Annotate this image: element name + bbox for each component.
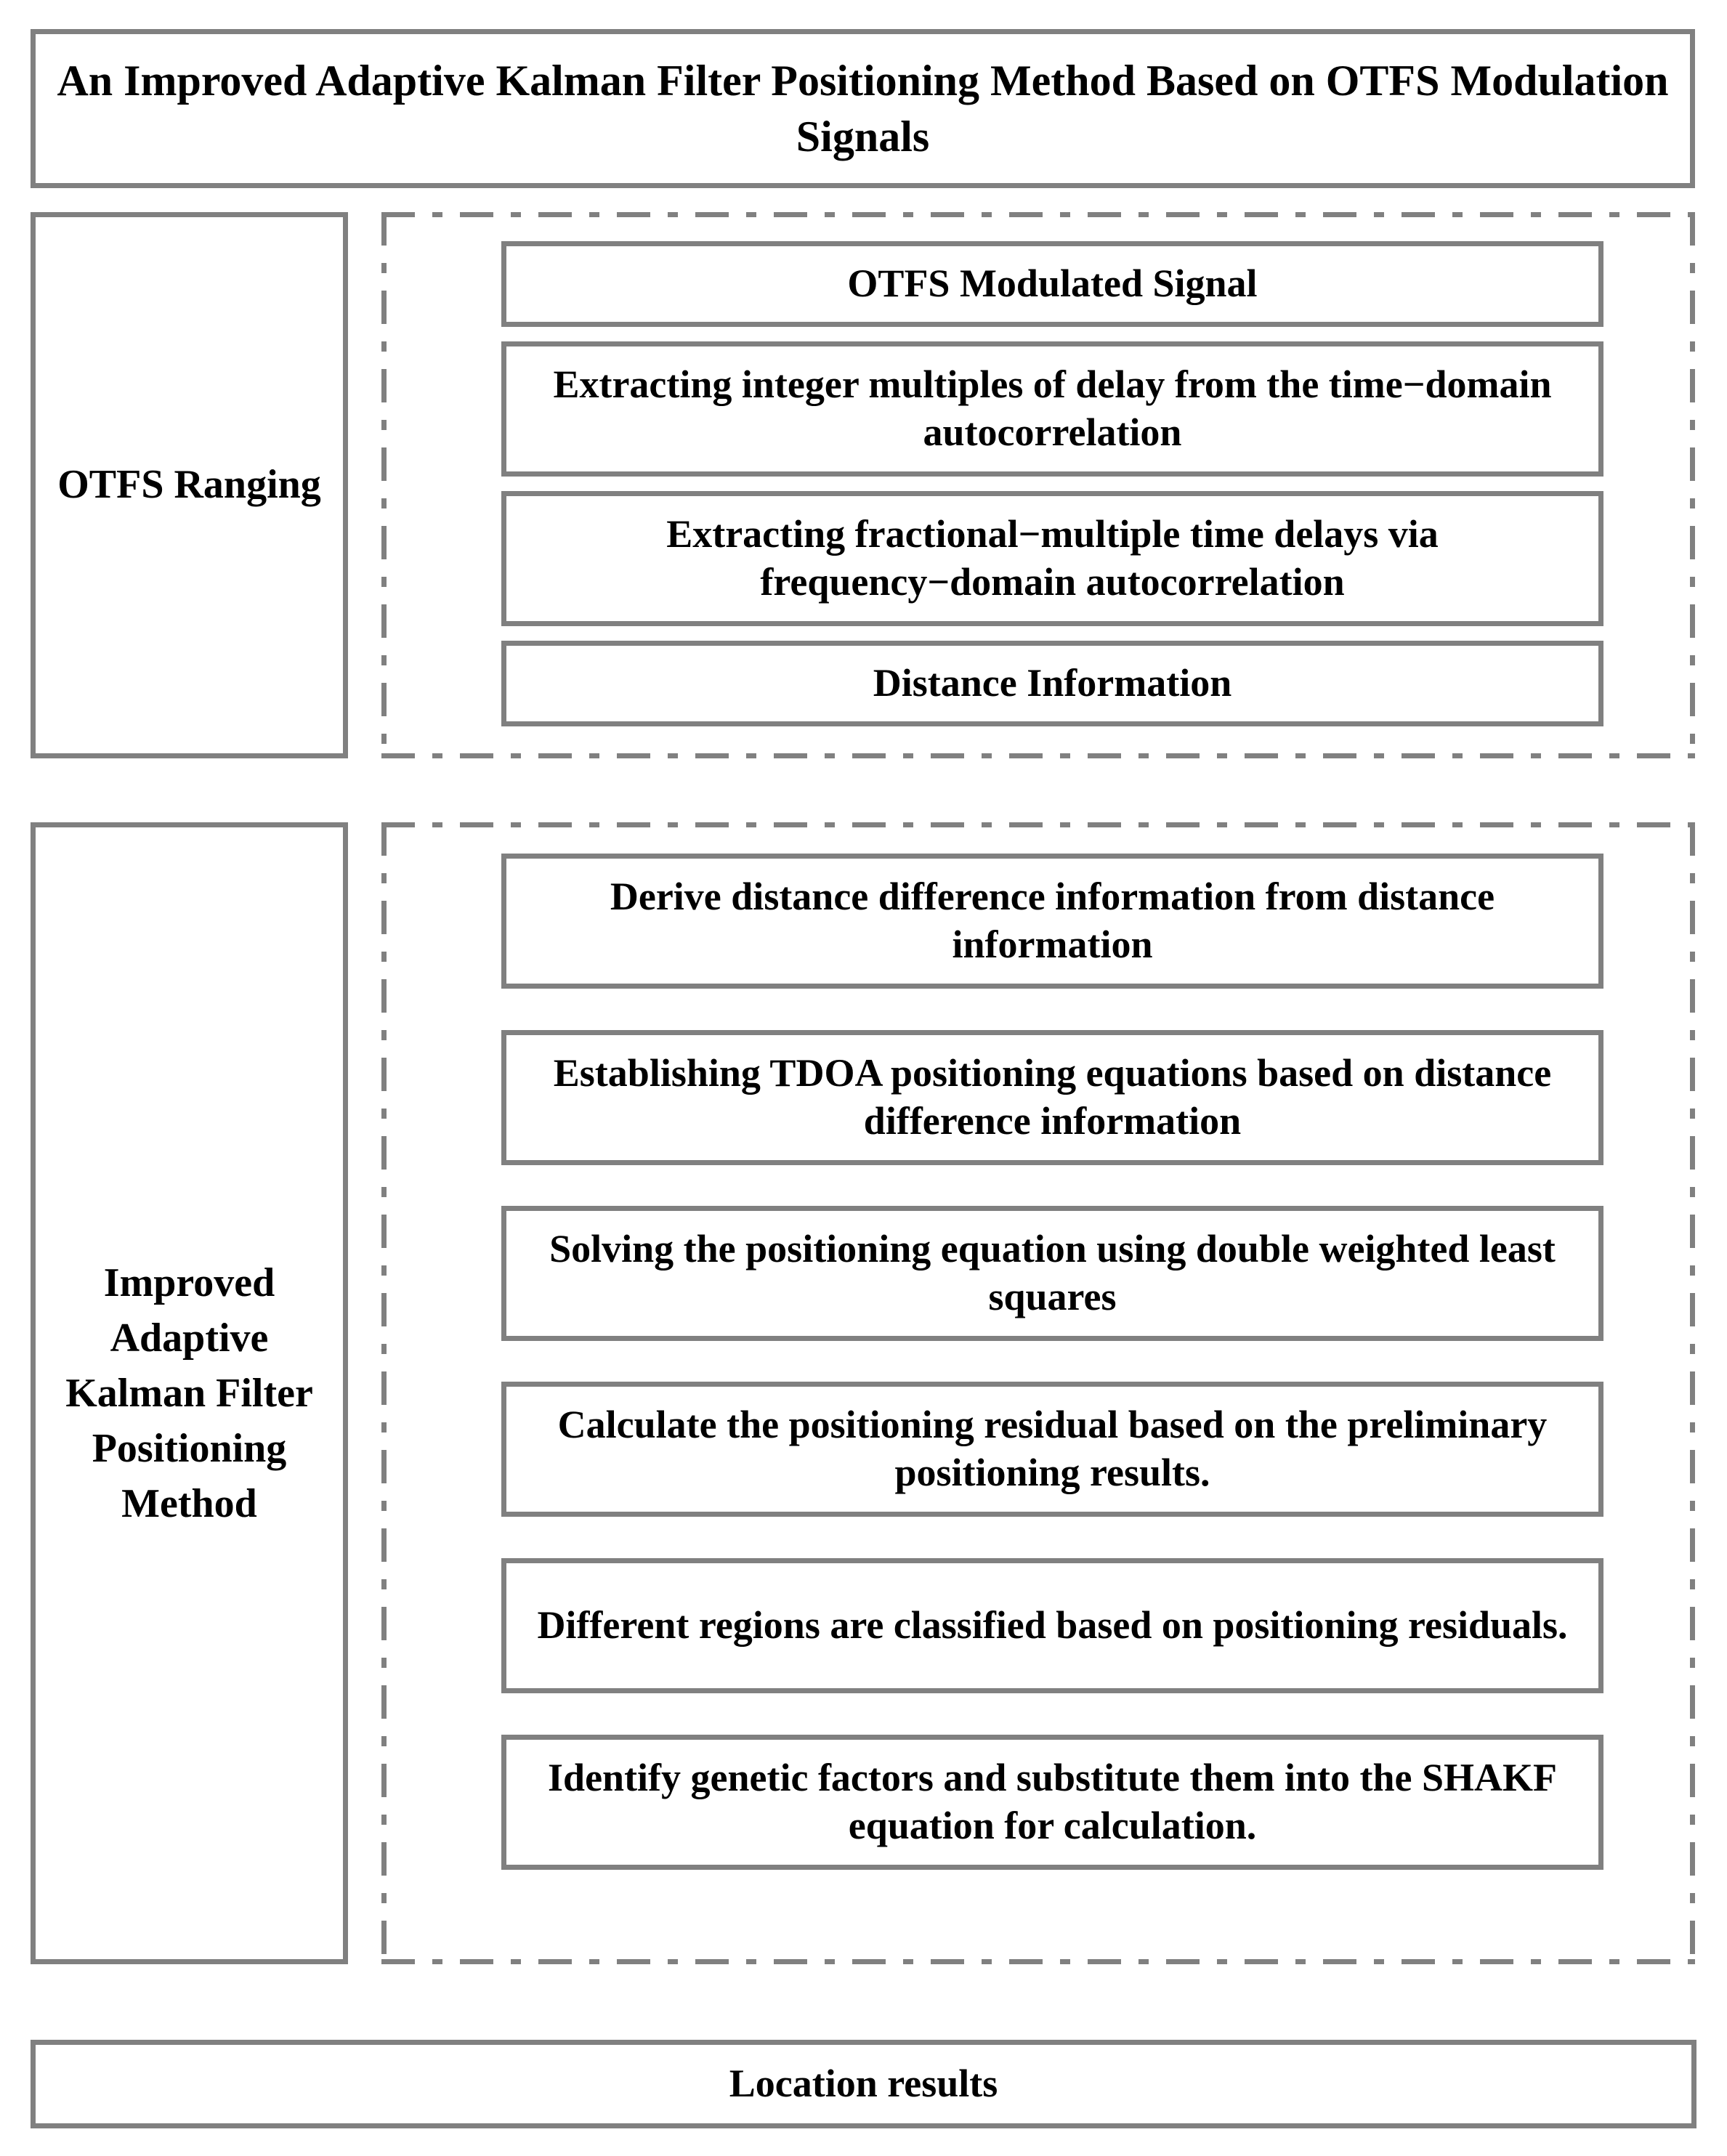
dashed-border-top: [381, 822, 1695, 827]
section-label-otfs-ranging-text: OTFS Ranging: [57, 462, 321, 508]
step-box-text: Different regions are classified based o…: [537, 1603, 1568, 1648]
step-box: Extracting integer multiples of delay fr…: [501, 341, 1603, 477]
step-box: Identify genetic factors and substitute …: [501, 1735, 1603, 1870]
step-box-text: Derive distance difference information f…: [610, 875, 1495, 966]
step-box: Calculate the positioning residual based…: [501, 1382, 1603, 1517]
step-box: Distance Information: [501, 641, 1603, 726]
dashed-border-bottom: [381, 753, 1695, 758]
dashed-border-left: [381, 212, 387, 758]
step-box-text: Establishing TDOA positioning equations …: [553, 1051, 1552, 1143]
dashed-border-top: [381, 212, 1695, 217]
step-box-text: Calculate the positioning residual based…: [557, 1403, 1548, 1494]
dashed-border-right: [1690, 822, 1695, 1964]
step-box: Different regions are classified based o…: [501, 1558, 1603, 1693]
step-box: Solving the positioning equation using d…: [501, 1206, 1603, 1341]
diagram-title-text: An Improved Adaptive Kalman Filter Posit…: [57, 56, 1669, 161]
step-box: OTFS Modulated Signal: [501, 241, 1603, 327]
location-results-text: Location results: [729, 2062, 998, 2106]
diagram-title-box: An Improved Adaptive Kalman Filter Posit…: [31, 29, 1695, 188]
step-box-text: OTFS Modulated Signal: [847, 262, 1258, 306]
dashed-border-bottom: [381, 1959, 1695, 1964]
location-results-box: Location results: [31, 2040, 1696, 2128]
section-label-otfs-ranging: OTFS Ranging: [31, 212, 348, 758]
step-box: Extracting fractional−multiple time dela…: [501, 491, 1603, 626]
section-label-improved-adaptive-kalman-filter: Improved Adaptive Kalman Filter Position…: [31, 822, 348, 1964]
step-box: Derive distance difference information f…: [501, 854, 1603, 989]
step-box: Establishing TDOA positioning equations …: [501, 1030, 1603, 1165]
step-box-text: Identify genetic factors and substitute …: [548, 1756, 1557, 1847]
step-box-text: Extracting integer multiples of delay fr…: [553, 362, 1552, 454]
step-box-text: Distance Information: [873, 661, 1232, 705]
step-box-text: Extracting fractional−multiple time dela…: [666, 512, 1439, 604]
section-label-improved-adaptive-kalman-filter-text: Improved Adaptive Kalman Filter Position…: [65, 1260, 313, 1527]
dashed-border-right: [1690, 212, 1695, 758]
step-box-text: Solving the positioning equation using d…: [549, 1227, 1556, 1318]
dashed-border-left: [381, 822, 387, 1964]
